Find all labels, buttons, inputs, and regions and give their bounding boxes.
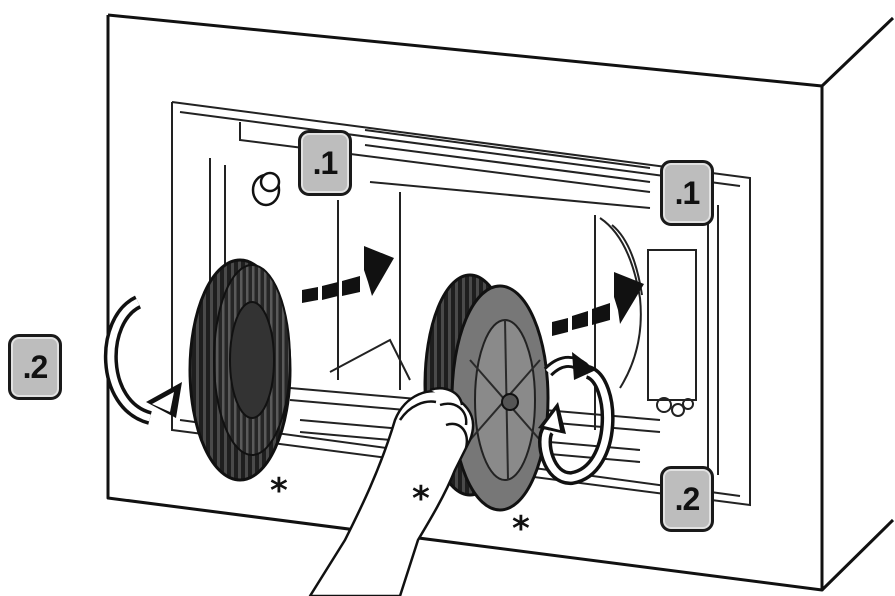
knob-fixture bbox=[251, 171, 281, 207]
insert-arrow-right bbox=[552, 272, 644, 336]
hand-outline bbox=[308, 387, 475, 596]
step-badge-remove-left: .1 bbox=[298, 130, 352, 196]
carbon-filter-left bbox=[188, 258, 292, 482]
fan-housing bbox=[599, 217, 697, 417]
asterisk-right-filter: * bbox=[512, 509, 530, 549]
insert-arrow-left bbox=[302, 246, 394, 303]
step-badge-remove-right: .1 bbox=[660, 160, 714, 226]
step-badge-rotate-right: .2 bbox=[660, 466, 714, 532]
rotate-arrow-left bbox=[104, 295, 182, 425]
carbon-filter-held bbox=[423, 273, 550, 512]
asterisk-held-filter: * bbox=[412, 479, 430, 519]
hood-cabinet bbox=[106, 13, 895, 592]
rotate-arrow-right bbox=[538, 352, 615, 485]
step-badge-rotate-left: .2 bbox=[8, 334, 62, 400]
asterisk-left-filter: * bbox=[270, 471, 288, 511]
